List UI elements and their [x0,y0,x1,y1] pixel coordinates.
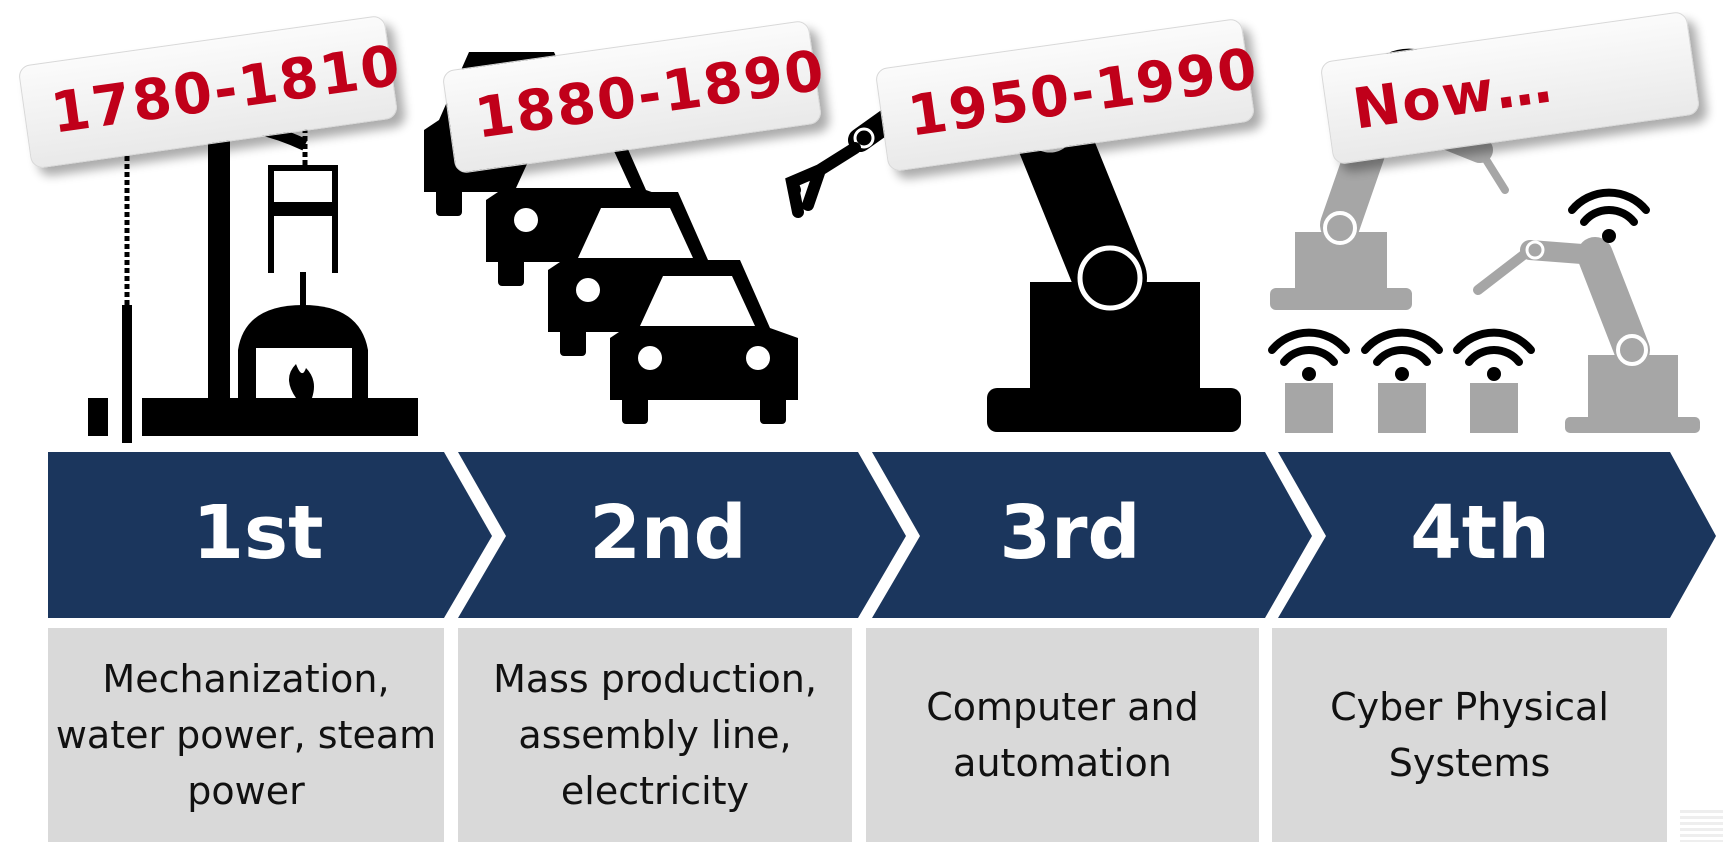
description-text: Mass production, assembly line, electric… [493,657,817,813]
chevron-stage-4 [1278,452,1716,618]
stage-description-3: Computer and automation [866,628,1259,842]
chevron-stage-3 [872,452,1312,618]
stage-number-2: 2nd [589,490,747,576]
chevron-stage-1 [48,452,492,618]
stage-description-2: Mass production, assembly line, electric… [458,628,852,842]
stage-description-4: Cyber Physical Systems [1272,628,1667,842]
chevron-stage-2 [458,452,906,618]
description-text: Computer and automation [926,685,1199,785]
stage-description-1: Mechanization, water power, steam power [48,628,444,842]
stage-number-1: 1st [192,490,324,576]
stage-number-4: 4th [1410,490,1550,576]
description-text: Mechanization, water power, steam power [55,657,437,813]
stage-number-3: 3rd [999,490,1141,576]
description-text: Cyber Physical Systems [1330,685,1609,785]
steam-engine-icon [88,117,418,443]
corner-decoration [1680,810,1723,842]
